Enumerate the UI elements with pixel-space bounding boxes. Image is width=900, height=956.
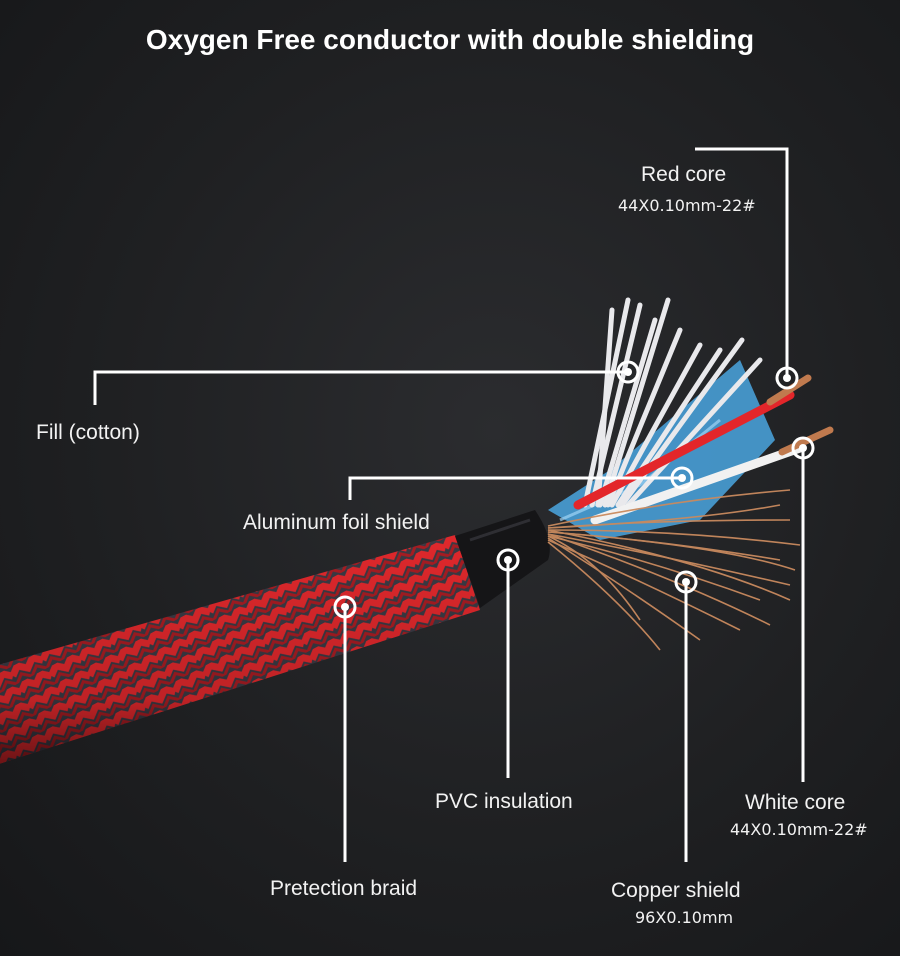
label-braid: Pretection braid bbox=[270, 877, 418, 900]
spec-red-core: 44X0.10mm-22# bbox=[618, 196, 756, 215]
leader-fill bbox=[93, 370, 628, 405]
spec-copper: 96X0.10mm bbox=[635, 908, 734, 927]
label-fill: Fill (cotton) bbox=[36, 421, 140, 444]
copper-shield-shape bbox=[547, 489, 801, 651]
label-aluminum-foil: Aluminum foil shield bbox=[243, 511, 430, 534]
leader-lines bbox=[93, 147, 805, 862]
leader-aluminum bbox=[348, 476, 682, 500]
marker-fill bbox=[616, 360, 640, 384]
leader-red-core bbox=[695, 147, 789, 378]
marker-white-core bbox=[791, 436, 815, 460]
marker-copper bbox=[674, 570, 698, 594]
marker-aluminum bbox=[670, 466, 694, 490]
white-core-shape bbox=[590, 426, 834, 525]
spec-white-core: 44X0.10mm-22# bbox=[730, 820, 868, 839]
label-copper: Copper shield bbox=[611, 879, 741, 902]
pvc-insulation-shape bbox=[455, 510, 550, 608]
label-pvc: PVC insulation bbox=[435, 790, 573, 813]
protection-braid-shape bbox=[0, 535, 480, 764]
marker-pvc bbox=[496, 548, 520, 572]
label-red-core: Red core bbox=[641, 163, 727, 186]
label-white-core: White core bbox=[745, 791, 846, 814]
marker-dots bbox=[333, 360, 815, 619]
marker-red-core bbox=[775, 366, 799, 390]
marker-braid bbox=[333, 595, 357, 619]
red-core-shape bbox=[573, 374, 812, 510]
diagram-title: Oxygen Free conductor with double shield… bbox=[145, 24, 755, 55]
